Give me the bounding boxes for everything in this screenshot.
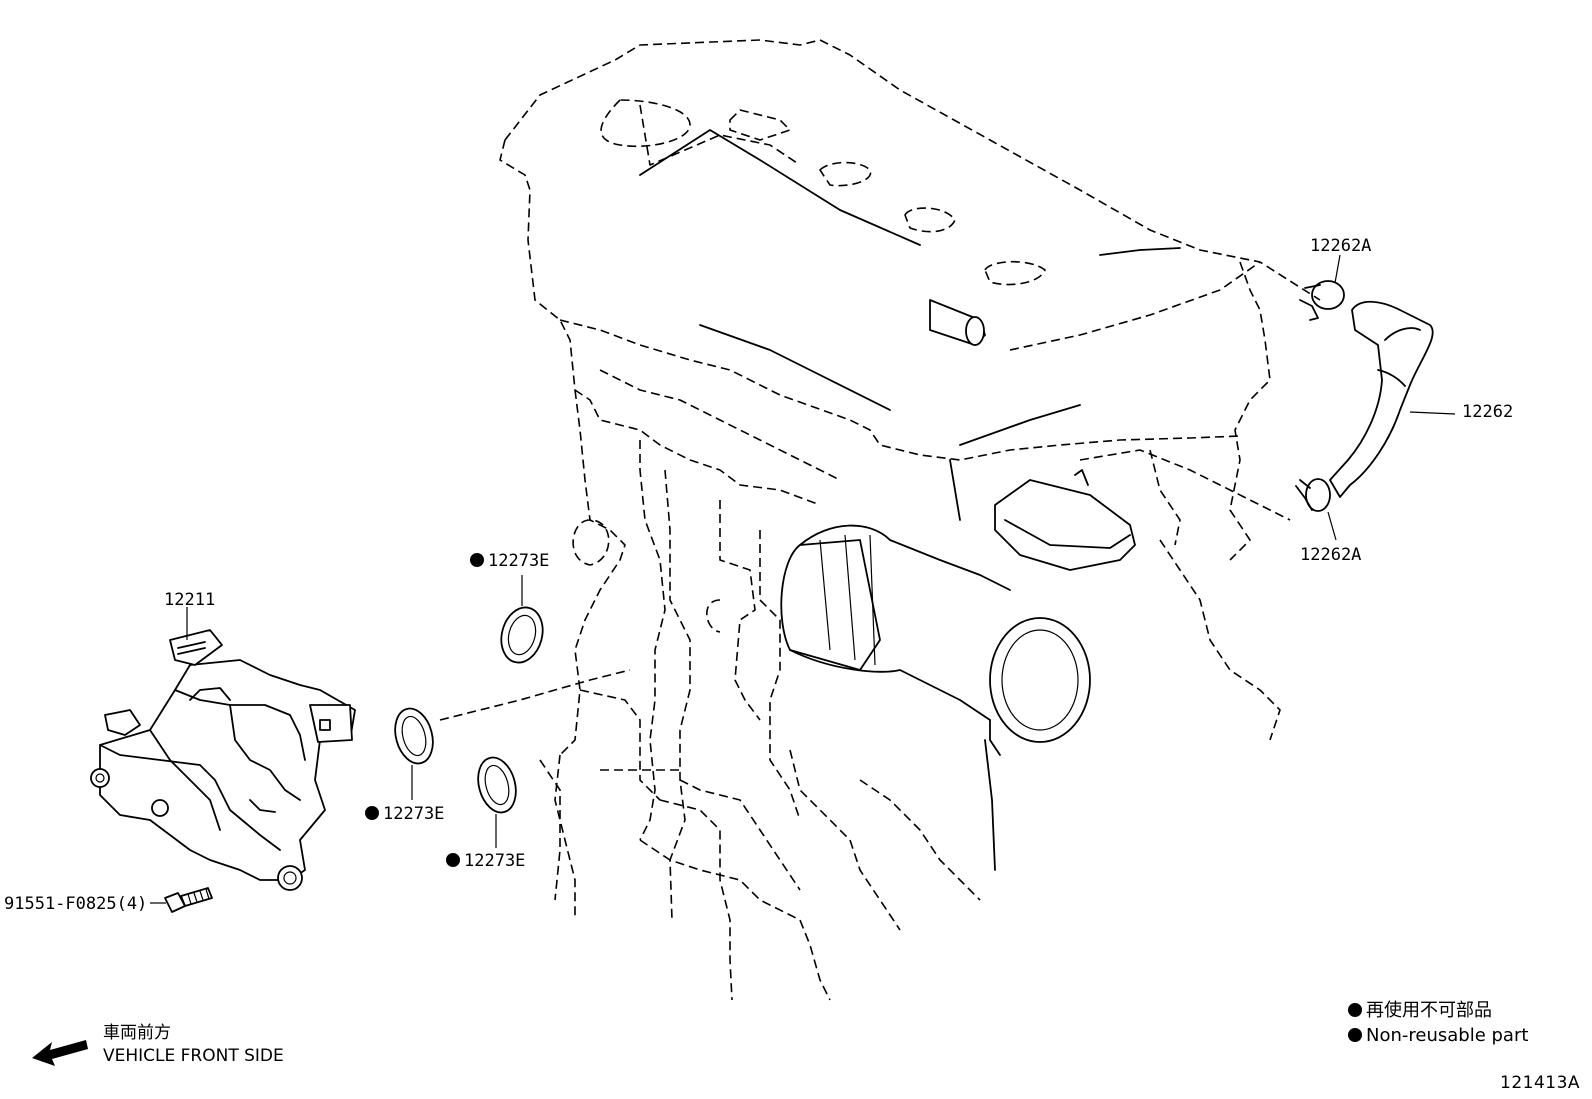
legend-english: Non-reusable part xyxy=(1348,1027,1528,1045)
cylinder-head-cover-part xyxy=(90,629,356,891)
part-label-bolt[interactable]: 91551-F0825(4) xyxy=(4,894,148,914)
ventilation-hose-part xyxy=(1329,300,1434,498)
bolt-part xyxy=(164,887,213,913)
hose-clip-parts xyxy=(1295,280,1345,512)
direction-arrow-icon xyxy=(32,1040,88,1066)
engine-outline xyxy=(439,39,1321,1001)
direction-japanese: 車両前方 xyxy=(103,1023,171,1043)
legend-japanese: 再使用不可部品 xyxy=(1348,1002,1492,1020)
part-label-hose[interactable]: 12262 xyxy=(1462,402,1514,422)
non-reusable-dot-icon xyxy=(1348,1003,1362,1017)
part-label-clip-lower[interactable]: 12262A xyxy=(1300,545,1362,565)
non-reusable-dot-icon xyxy=(365,806,379,820)
direction-english: VEHICLE FRONT SIDE xyxy=(103,1046,284,1066)
non-reusable-dot-icon xyxy=(470,553,484,567)
leader-lines xyxy=(150,254,1456,904)
diagram-id: 121413A xyxy=(1500,1073,1581,1093)
non-reusable-dot-icon xyxy=(446,853,460,867)
part-label-gasket-3[interactable]: 12273E xyxy=(446,853,525,870)
engine-details xyxy=(639,129,1181,871)
part-label-gasket-2[interactable]: 12273E xyxy=(365,806,444,823)
gasket-parts xyxy=(394,606,544,814)
part-label-cover[interactable]: 12211 xyxy=(164,590,216,610)
non-reusable-dot-icon xyxy=(1348,1028,1362,1042)
part-label-gasket-1[interactable]: 12273E xyxy=(470,553,549,570)
part-label-clip-upper[interactable]: 12262A xyxy=(1310,236,1372,256)
